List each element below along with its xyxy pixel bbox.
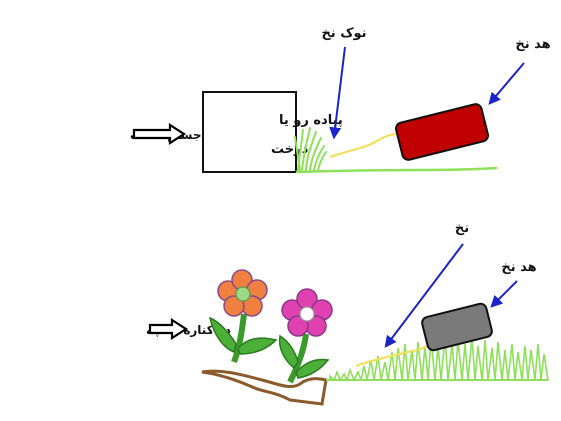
tip-pointer-arrow [329, 46, 346, 140]
bottom-trimmer-head [421, 302, 493, 352]
garden-soil-edge [201, 369, 328, 406]
box-text-line1: پیاده رو یا [279, 113, 343, 128]
garden-edge-panel: در کناره باغچه [146, 221, 549, 406]
top-trimmer-line [329, 132, 403, 159]
bottom-head-label: هد نخ [501, 260, 536, 275]
hard-edge-pointer-arrow [132, 122, 187, 146]
sidewalk-or-tree-box [202, 91, 297, 173]
tip-label: نوک نخ [321, 26, 366, 41]
pink-flower [281, 288, 333, 337]
right-flower-plant [278, 288, 333, 384]
top-head-pointer-arrow [488, 62, 525, 105]
orange-flower [217, 269, 268, 317]
top-trimmer-head [394, 103, 490, 161]
box-text-line2: درخت [271, 142, 309, 157]
bottom-trimmer-line [355, 343, 433, 368]
top-head-label: هد نخ [515, 37, 550, 52]
line-label: نخ [455, 221, 469, 236]
top-grass-tufts [294, 127, 327, 171]
bottom-head-pointer-arrow [490, 280, 518, 308]
left-flower-plant [208, 269, 278, 364]
line-pointer-arrow [384, 243, 464, 348]
top-ground-line [295, 166, 498, 174]
hard-edge-panel: در کناره اجسام سخت پیاده رو یا درخت نوک … [130, 26, 551, 174]
garden-edge-pointer-arrow [148, 317, 189, 341]
